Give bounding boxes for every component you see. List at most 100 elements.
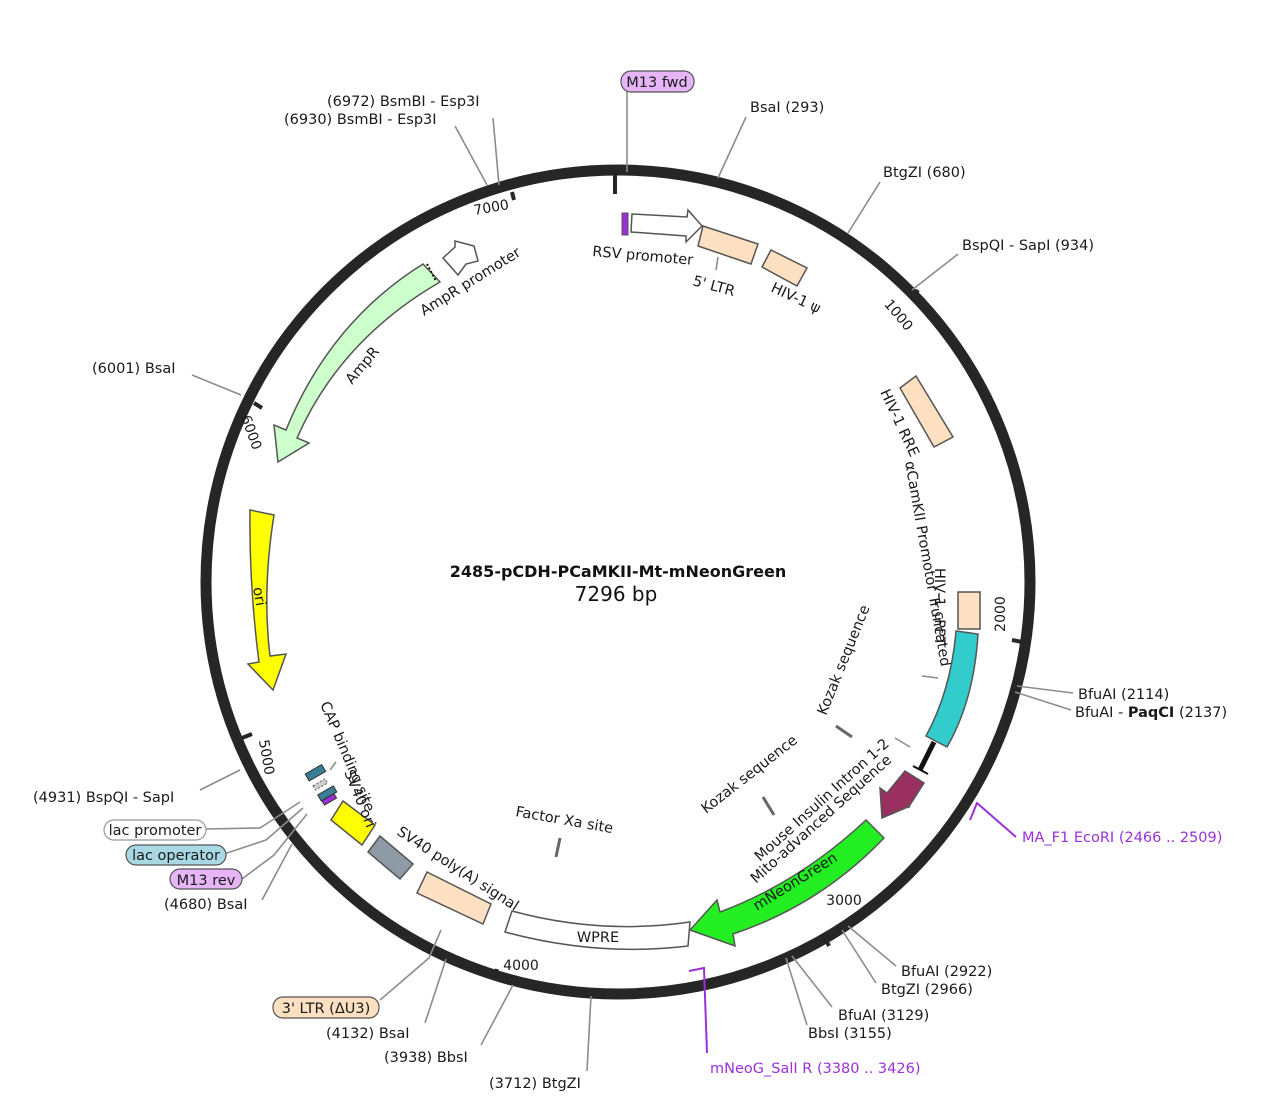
m13-rev-leader	[241, 813, 308, 880]
lac-promoter-badge	[103, 819, 207, 841]
hiv-psi-feature[interactable]	[760, 249, 809, 288]
backbone-circle	[200, 164, 1036, 1000]
bsmbi-6930-leader	[454, 125, 488, 186]
site-bbsi-3938: (3938) BbsI	[384, 1050, 468, 1066]
tick-7000	[510, 191, 516, 201]
lac-promoter-text: lac promoter	[109, 823, 202, 839]
btgzi-3712-leader	[586, 995, 592, 1072]
sv40-polya-feature[interactable]	[415, 870, 492, 926]
sv40-ori-gray[interactable]	[366, 834, 415, 881]
ampr-promoter-boundary	[426, 263, 437, 282]
plasmid-length: 7296 bp	[575, 582, 658, 606]
tick-label-6000: 6000	[237, 413, 264, 452]
cppt-label: HIV-1 cPPT	[931, 568, 947, 646]
tick-3000	[822, 935, 831, 947]
site-btgzi-2966: BtgZI (2966)	[881, 982, 973, 998]
lac-promoter-leader	[205, 801, 301, 830]
btgzi-2966-leader	[841, 929, 877, 984]
bfuai-2137-leader	[1014, 691, 1072, 711]
site-bfuai-2137: BfuAI - PaqCI (2137)	[1075, 705, 1227, 721]
site-bfuai-2114: BfuAI (2114)	[1078, 687, 1169, 703]
intron-segment-end	[912, 765, 929, 775]
ltr3-text: 3' LTR (ΔU3)	[282, 1001, 371, 1017]
kozak-label-2: Kozak sequence	[699, 732, 801, 817]
site-btgzi-680: BtgZI (680)	[883, 165, 966, 181]
factor-xa-label: Factor Xa site	[514, 804, 614, 837]
site-bsai-4680: (4680) BsaI	[164, 897, 248, 913]
site-btgzi-3712: (3712) BtgZI	[489, 1076, 581, 1092]
lac-promoter-block	[312, 778, 329, 791]
bsmbi-6972-leader	[492, 117, 500, 186]
ltr5-leader	[715, 256, 719, 271]
rsv-promoter-arrow[interactable]	[630, 208, 704, 244]
tick-label-4000: 4000	[503, 958, 539, 974]
site-bsai-6001: (6001) BsaI	[92, 361, 176, 377]
bspqi-934-leader	[911, 253, 959, 291]
tick-2000	[1011, 638, 1023, 644]
tick-1000	[910, 288, 920, 301]
tick-5000	[241, 732, 253, 740]
rsv-promoter-label: RSV promoter	[592, 244, 694, 269]
bsai-4132-leader	[424, 958, 447, 1024]
lac-operator-text: lac operator	[132, 848, 220, 864]
mneongreen-arrow[interactable]	[688, 818, 886, 948]
plasmid-name: 2485-pCDH-PCaMKII-Mt-mNeonGreen	[450, 562, 786, 581]
m13-fwd-badge	[620, 70, 695, 93]
tick-marks	[241, 165, 1023, 981]
site-bsai-4132: (4132) BsaI	[326, 1026, 410, 1042]
bbsi-3155-leader	[785, 957, 808, 1026]
site-bfuai-2922: BfuAI (2922)	[901, 964, 992, 980]
ltr5-feature[interactable]	[697, 225, 759, 265]
mneog-primer-marker	[688, 966, 708, 1054]
ampr-arrow[interactable]	[273, 263, 442, 464]
lac-operator-leader	[223, 807, 304, 855]
m13-rev-badge	[169, 868, 243, 890]
cap-leader	[329, 761, 337, 771]
ltr3-leader	[379, 929, 442, 1001]
site-bfuai-3129: BfuAI (3129)	[838, 1008, 929, 1024]
ori-label: ori	[249, 586, 268, 607]
bbsi-3938-leader	[480, 984, 514, 1046]
kozak-mark-1	[835, 724, 853, 739]
hiv-rre-feature[interactable]	[899, 374, 955, 448]
tick-label-7000: 7000	[472, 197, 510, 219]
bsai-6001-leader	[191, 374, 242, 396]
bsai-293-leader	[717, 116, 747, 179]
cap-block	[304, 763, 327, 782]
m13-rev-text: M13 rev	[177, 873, 236, 889]
wpre-feature[interactable]	[504, 910, 691, 951]
primer-mneog: mNeoG_SalI R (3380 .. 3426)	[710, 1061, 921, 1077]
site-bsmbi-6930: (6930) BsmBI - Esp3I	[284, 112, 437, 128]
primer-ma-f1: MA_F1 EcoRI (2466 .. 2509)	[1022, 830, 1222, 846]
m13-fwd-marker	[621, 212, 629, 236]
ampr-promoter-arrow[interactable]	[441, 240, 479, 277]
factor-xa-mark	[554, 837, 562, 858]
cppt-feature[interactable]	[957, 591, 981, 630]
tick-4000	[492, 968, 499, 981]
intron-segment	[917, 740, 937, 772]
btgzi-680-leader	[847, 181, 881, 234]
kozak-label-1: Kozak sequence	[815, 603, 874, 718]
tick-label-3000: 3000	[826, 893, 862, 909]
wpre-label: WPRE	[577, 930, 619, 946]
site-bspqi-934: BspQI - SapI (934)	[962, 238, 1094, 254]
ori-arrow[interactable]	[246, 509, 288, 692]
site-bbsi-3155: BbsI (3155)	[808, 1026, 892, 1042]
site-bsai-293: BsaI (293)	[750, 100, 824, 116]
tick-label-5000: 5000	[255, 738, 277, 776]
intron-leader	[894, 737, 911, 748]
m13-fwd-text: M13 fwd	[626, 75, 687, 91]
site-bsmbi-6972: (6972) BsmBI - Esp3I	[327, 94, 480, 110]
bspqi-4931-leader	[199, 769, 241, 791]
bfuai-2114-leader	[1016, 685, 1074, 694]
lac-operator-badge	[125, 844, 227, 866]
tick-label-1000: 1000	[880, 297, 915, 335]
sv40-ori-feature[interactable]	[330, 799, 377, 847]
bfuai-3129-leader	[791, 955, 833, 1008]
tick-6000	[252, 401, 264, 410]
ltr3-badge	[272, 996, 380, 1019]
camkii-promoter-feature[interactable]	[924, 630, 979, 748]
mito-arrow[interactable]	[879, 770, 926, 820]
